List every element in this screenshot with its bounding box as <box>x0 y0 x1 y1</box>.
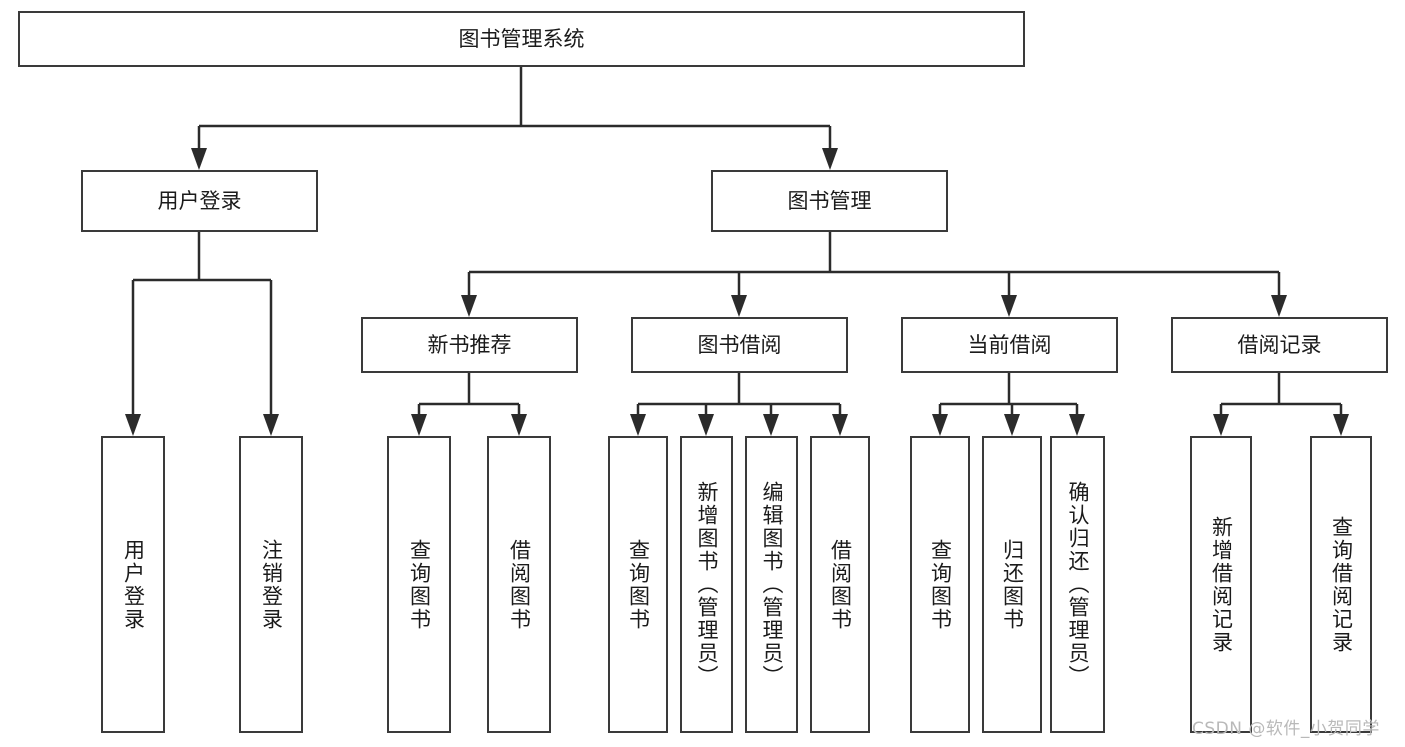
node-label-leaf-add-borrow-record: 新增借阅记录 <box>1209 515 1234 654</box>
node-user-login[interactable]: 用户登录 <box>81 170 318 232</box>
node-label-leaf-query-book-borrow: 查询图书 <box>626 538 651 631</box>
node-leaf-add-borrow-record[interactable]: 新增借阅记录 <box>1190 436 1252 733</box>
node-label-borrow-record: 借阅记录 <box>1237 332 1322 357</box>
node-label-new-book-rec: 新书推荐 <box>427 332 512 357</box>
node-new-book-rec[interactable]: 新书推荐 <box>361 317 578 373</box>
node-label-leaf-return-book: 归还图书 <box>1000 538 1025 631</box>
node-label-leaf-query-book-rec: 查询图书 <box>407 538 432 631</box>
node-leaf-query-book-rec[interactable]: 查询图书 <box>387 436 451 733</box>
node-leaf-user-login[interactable]: 用户登录 <box>101 436 165 733</box>
node-book-borrow[interactable]: 图书借阅 <box>631 317 848 373</box>
node-label-leaf-confirm-return-admin: 确认归还（管理员） <box>1066 481 1090 688</box>
node-root[interactable]: 图书管理系统 <box>18 11 1025 67</box>
node-leaf-confirm-return-admin[interactable]: 确认归还（管理员） <box>1050 436 1105 733</box>
node-label-leaf-add-book-admin: 新增图书（管理员） <box>695 481 719 688</box>
node-leaf-query-book-current[interactable]: 查询图书 <box>910 436 970 733</box>
node-label-leaf-borrow-book-rec: 借阅图书 <box>507 538 532 631</box>
node-leaf-edit-book-admin[interactable]: 编辑图书（管理员） <box>745 436 798 733</box>
node-label-leaf-borrow-book: 借阅图书 <box>828 538 853 631</box>
node-label-leaf-user-login: 用户登录 <box>121 538 146 631</box>
node-label-book-manage: 图书管理 <box>787 188 872 213</box>
node-label-leaf-edit-book-admin: 编辑图书（管理员） <box>760 481 784 688</box>
node-leaf-query-book-borrow[interactable]: 查询图书 <box>608 436 668 733</box>
node-label-root: 图书管理系统 <box>458 26 585 51</box>
node-current-borrow[interactable]: 当前借阅 <box>901 317 1118 373</box>
node-leaf-add-book-admin[interactable]: 新增图书（管理员） <box>680 436 733 733</box>
node-leaf-borrow-book-rec[interactable]: 借阅图书 <box>487 436 551 733</box>
node-leaf-return-book[interactable]: 归还图书 <box>982 436 1042 733</box>
csdn-watermark: CSDN @软件_小贺同学 <box>1192 719 1380 739</box>
node-label-leaf-query-book-current: 查询图书 <box>928 538 953 631</box>
node-label-current-borrow: 当前借阅 <box>967 332 1052 357</box>
node-label-leaf-logout: 注销登录 <box>259 538 284 631</box>
node-borrow-record[interactable]: 借阅记录 <box>1171 317 1388 373</box>
node-leaf-logout[interactable]: 注销登录 <box>239 436 303 733</box>
node-label-book-borrow: 图书借阅 <box>697 332 782 357</box>
node-leaf-query-borrow-record[interactable]: 查询借阅记录 <box>1310 436 1372 733</box>
node-label-user-login: 用户登录 <box>157 188 242 213</box>
node-book-manage[interactable]: 图书管理 <box>711 170 948 232</box>
node-label-leaf-query-borrow-record: 查询借阅记录 <box>1329 515 1354 654</box>
node-leaf-borrow-book[interactable]: 借阅图书 <box>810 436 870 733</box>
